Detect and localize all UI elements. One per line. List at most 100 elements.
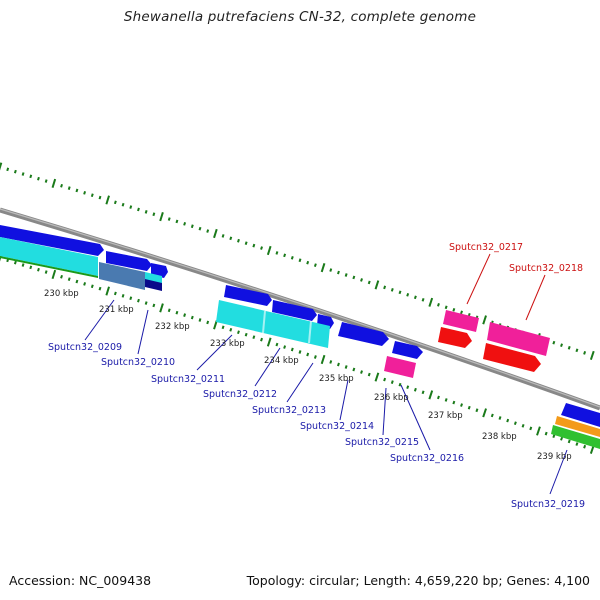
lower-ring-tick	[21, 263, 25, 267]
lower-ring-tick	[98, 286, 102, 291]
lower-ring-tick	[129, 296, 133, 301]
upper-ring-tick	[390, 288, 394, 292]
gene-label-0212[interactable]: Sputcn32_0212	[203, 389, 277, 400]
gene-label-0219[interactable]: Sputcn32_0219	[511, 499, 585, 510]
lower-ring-tick	[183, 313, 187, 317]
lower-ring-tick	[37, 267, 40, 272]
green-track	[551, 425, 600, 449]
upper-ring-tick	[413, 295, 417, 300]
upper-ring-tick	[198, 226, 202, 231]
lower-ring-tick	[406, 385, 410, 390]
lower-ring-tick	[452, 400, 456, 405]
lower-ring-tick	[428, 390, 434, 400]
upper-ring-tick	[51, 178, 57, 189]
gene-label-0211[interactable]: Sputcn32_0211	[151, 374, 225, 385]
upper-ring-tick	[129, 205, 133, 209]
gene-feature-0210b	[151, 263, 168, 278]
lower-ring-tick	[260, 337, 263, 342]
lower-ring-tick	[105, 286, 110, 296]
lower-ring-tick	[298, 350, 302, 354]
cyan-track-mid-divider2	[308, 321, 312, 343]
lower-ring-tick	[137, 298, 140, 303]
upper-ring-tick	[0, 162, 3, 171]
lower-ring-tick	[344, 365, 348, 369]
upper-ring-tick	[367, 280, 371, 285]
upper-ring-tick	[329, 268, 333, 272]
gene-label-0210[interactable]: Sputcn32_0210	[101, 357, 175, 368]
lower-ring-tick	[29, 265, 33, 270]
upper-ring-tick	[13, 169, 17, 174]
tick-ring-lower	[0, 253, 595, 454]
upper-ring-tick	[275, 251, 279, 255]
upper-ring-tick	[175, 219, 179, 224]
lower-ring-tick	[383, 377, 387, 382]
lower-ring-tick	[306, 352, 310, 357]
gene-label-0214[interactable]: Sputcn32_0214	[300, 421, 374, 432]
upper-ring-tick	[67, 186, 71, 190]
lower-ring-tick	[398, 382, 402, 387]
scale-label-234: 234 kbp	[264, 356, 299, 366]
lower-ring-tick	[190, 315, 194, 320]
upper-ring-tick	[152, 212, 156, 217]
upper-ring-tick	[90, 193, 94, 198]
lower-ring-tick	[167, 308, 171, 313]
scale-label-235: 235 kbp	[319, 374, 354, 384]
lower-ring-tick	[283, 345, 287, 349]
lower-ring-tick	[229, 327, 233, 332]
upper-ring-tick	[552, 340, 556, 345]
gene-feature-0214	[338, 322, 389, 346]
lower-ring-tick	[367, 372, 371, 377]
lower-ring-tick	[413, 387, 417, 392]
lower-ring-tick	[567, 439, 571, 444]
lower-ring-tick	[313, 355, 317, 359]
gene-label-0218[interactable]: Sputcn32_0218	[509, 263, 583, 274]
upper-ring-tick	[283, 253, 287, 258]
upper-ring-tick	[229, 236, 233, 241]
gene-feature-0209	[0, 225, 104, 256]
gene-label-0216[interactable]: Sputcn32_0216	[390, 453, 464, 464]
lower-ring-tick	[498, 416, 502, 420]
orange-track	[555, 416, 600, 437]
lower-ring-tick	[374, 372, 380, 382]
lower-ring-tick	[67, 277, 71, 281]
gene-label-0217[interactable]: Sputcn32_0217	[449, 242, 523, 253]
lower-ring-tick	[320, 354, 326, 365]
upper-ring-tick	[244, 241, 248, 246]
lower-ring-tick	[490, 413, 494, 418]
upper-ring-tick	[260, 246, 263, 250]
upper-ring-tick	[221, 234, 225, 238]
lower-ring-tick	[60, 274, 63, 279]
lower-ring-tick	[521, 423, 525, 428]
lower-ring-tick	[275, 342, 279, 347]
upper-ring-tick	[360, 278, 363, 282]
upper-ring-tick	[567, 345, 571, 350]
lower-ring-tick	[159, 303, 164, 313]
upper-ring-tick	[190, 224, 194, 229]
lower-ring-tick	[552, 434, 556, 439]
gene-label-0213[interactable]: Sputcn32_0213	[252, 405, 326, 416]
gene-label-0215[interactable]: Sputcn32_0215	[345, 437, 419, 448]
lower-ring-tick	[583, 444, 587, 449]
lower-ring-tick	[83, 282, 87, 286]
lower-ring-tick	[529, 426, 533, 431]
gene-feature-0217-red	[438, 327, 472, 348]
accession-text: Accession: NC_009438	[9, 573, 152, 588]
tick-ring-upper	[0, 162, 595, 361]
lower-ring-tick	[266, 337, 272, 347]
lower-ring-tick	[175, 310, 179, 315]
lower-ring-tick	[437, 395, 440, 400]
upper-ring-tick	[113, 200, 117, 205]
lower-ring-tick	[244, 332, 248, 337]
lower-ring-tick	[198, 318, 202, 322]
lower-ring-tick	[13, 260, 17, 265]
lower-ring-tick	[113, 291, 117, 296]
scale-label-232: 232 kbp	[155, 322, 190, 332]
gene-label-0209[interactable]: Sputcn32_0209	[48, 342, 122, 353]
upper-ring-tick	[452, 307, 456, 312]
upper-ring-tick	[306, 260, 310, 265]
upper-ring-tick	[398, 290, 402, 295]
lower-ring-tick	[152, 303, 156, 308]
upper-ring-tick	[428, 297, 434, 307]
genome-backbone-highlight	[0, 208, 600, 408]
upper-ring-tick	[421, 297, 425, 302]
